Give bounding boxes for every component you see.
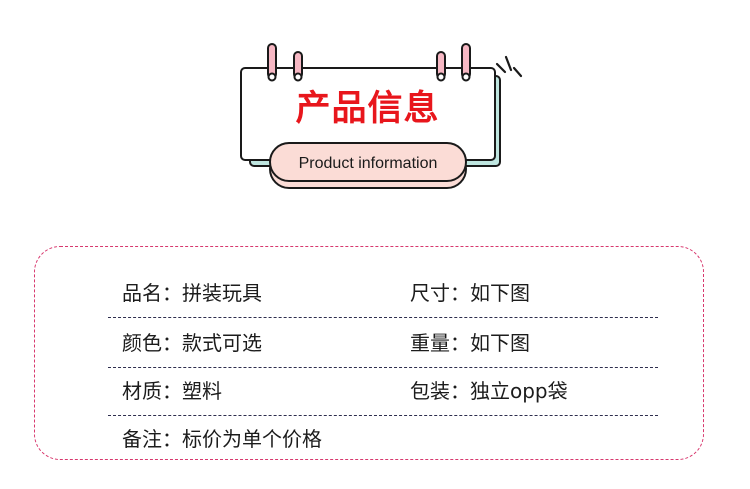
info-row: 材质：塑料 包装：独立opp袋: [108, 366, 658, 416]
info-material: 材质：塑料: [122, 379, 222, 403]
sparkle-icon: [495, 55, 523, 78]
product-info-box: [34, 246, 704, 460]
info-name: 品名：拼装玩具: [122, 281, 262, 305]
page-title: 产品信息: [295, 89, 440, 129]
page-subtitle: Product information: [298, 155, 438, 172]
info-row: 备注：标价为单个价格: [108, 414, 658, 464]
info-remark: 备注：标价为单个价格: [122, 427, 322, 451]
info-row: 颜色：款式可选 重量：如下图: [108, 318, 658, 368]
info-row: 品名：拼装玩具 尺寸：如下图: [108, 268, 658, 318]
binder-rings: [267, 43, 471, 82]
info-color: 颜色：款式可选: [122, 331, 262, 355]
info-weight: 重量：如下图: [410, 331, 530, 355]
info-size: 尺寸：如下图: [410, 281, 530, 305]
banner-graphic: [240, 43, 523, 189]
subtitle-pill: [269, 142, 467, 182]
info-packaging: 包装：独立opp袋: [410, 379, 568, 403]
